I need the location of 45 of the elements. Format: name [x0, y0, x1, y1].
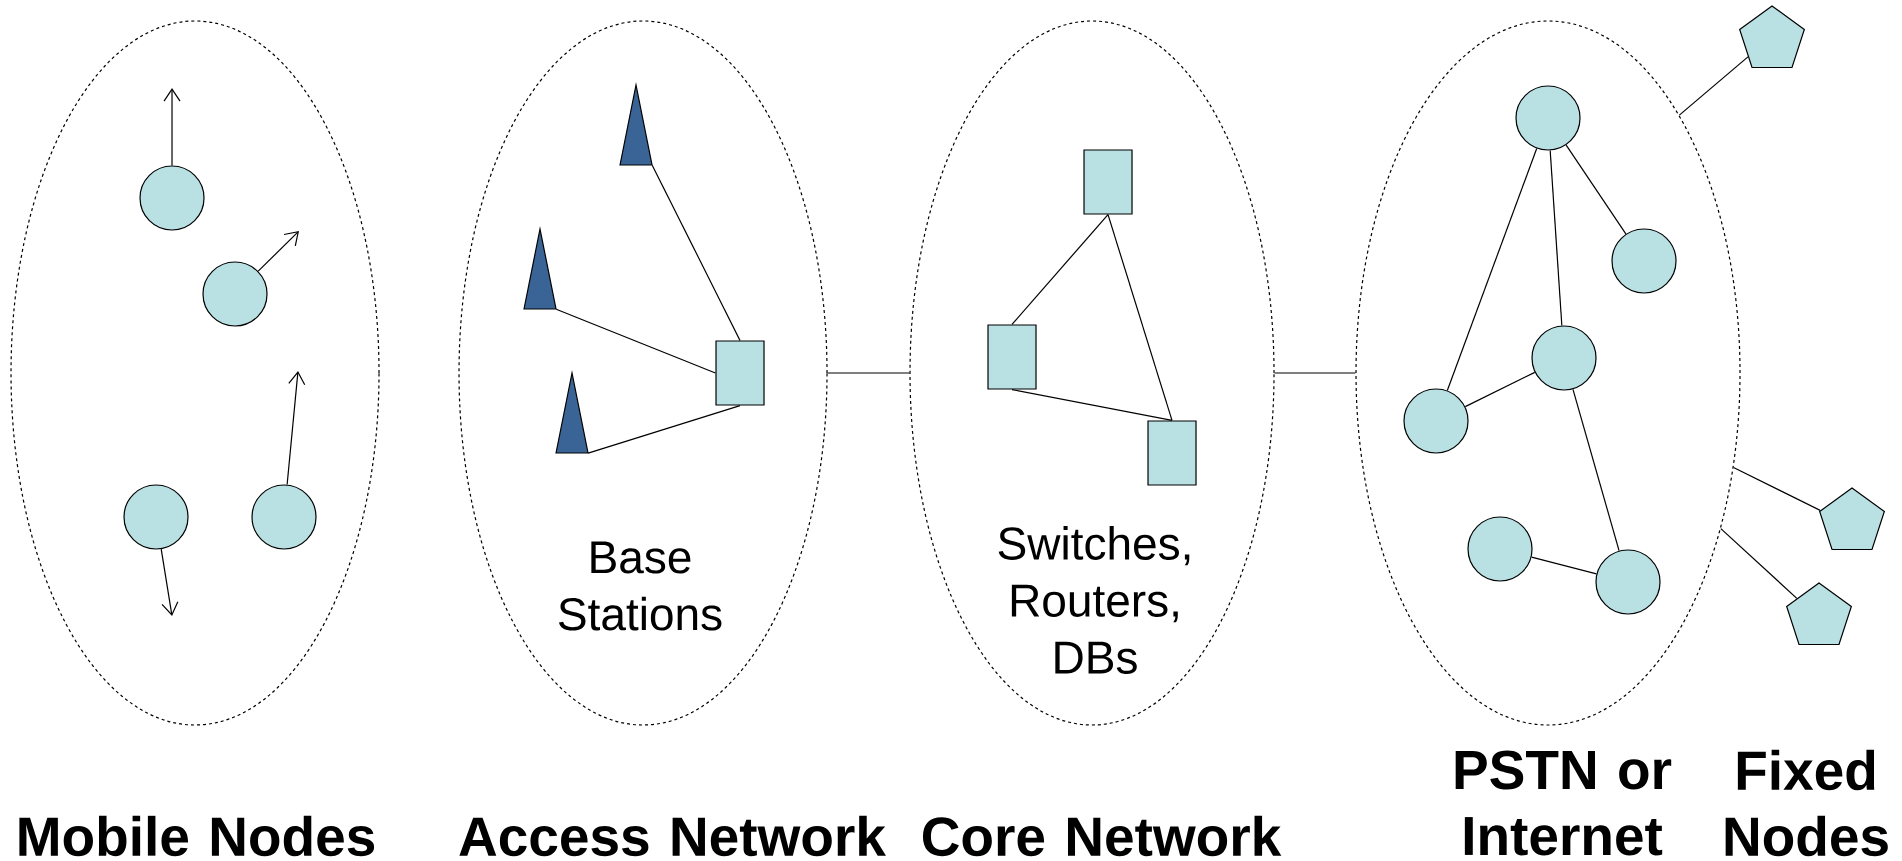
- arrow: [286, 371, 306, 486]
- connector-line: [1274, 372, 1356, 374]
- node-circle: [1403, 388, 1469, 454]
- node-circle: [251, 484, 317, 550]
- connector-line: [587, 405, 741, 454]
- group-caption: Base Stations: [559, 541, 722, 631]
- connector-line: [1464, 371, 1536, 408]
- connector-line: [1011, 214, 1109, 325]
- connector-line: [1732, 466, 1821, 511]
- node-circle: [123, 484, 189, 550]
- switch-box: [1147, 420, 1197, 486]
- node-circle: [1515, 85, 1581, 151]
- arrow: [160, 548, 179, 616]
- switch-box: [1083, 149, 1133, 215]
- switch-box: [715, 340, 765, 406]
- antenna-triangle: [619, 81, 653, 166]
- node-circle: [1611, 228, 1677, 294]
- group-heading: Mobile Nodes: [19, 815, 375, 857]
- switch-box: [987, 324, 1037, 390]
- node-circle: [1531, 325, 1597, 391]
- arrow: [163, 88, 181, 166]
- antenna-triangle: [555, 369, 589, 454]
- group-caption: Switches, Routers, DBs: [998, 526, 1190, 674]
- group-heading: Fixed Nodes: [1725, 749, 1888, 857]
- connector-line: [555, 308, 716, 374]
- node-circle: [139, 165, 205, 231]
- group-heading: Core Network: [922, 815, 1282, 857]
- connector-line: [1678, 56, 1749, 116]
- group-heading: PSTN or Internet: [1455, 750, 1672, 856]
- node-circle: [1467, 516, 1533, 582]
- node-circle: [202, 261, 268, 327]
- connector-line: [651, 164, 741, 341]
- connector-line: [1107, 214, 1173, 421]
- connector-line: [1446, 147, 1538, 392]
- connector-line: [827, 372, 910, 374]
- node-circle: [1595, 549, 1661, 615]
- connector-line: [1720, 528, 1798, 599]
- connector-line: [1549, 149, 1563, 327]
- arrow: [257, 231, 299, 272]
- connector-line: [1531, 556, 1598, 575]
- connector-line: [1011, 389, 1173, 421]
- group-heading: Access Network: [459, 815, 886, 857]
- connector-line: [1572, 388, 1620, 552]
- antenna-triangle: [523, 225, 557, 310]
- connector-line: [1565, 144, 1627, 235]
